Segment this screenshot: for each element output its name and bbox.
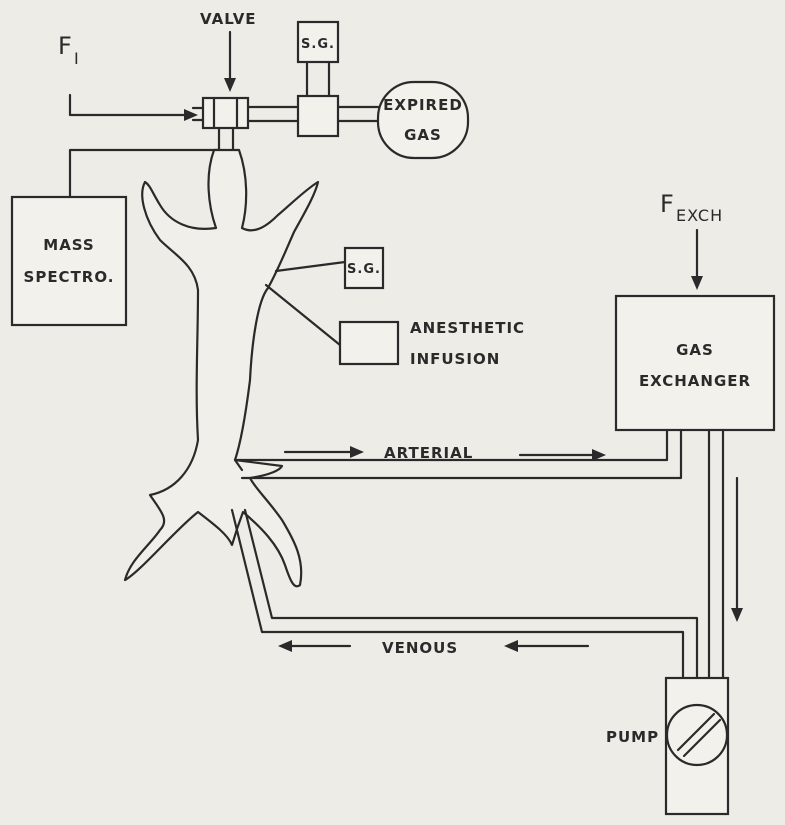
sg-mid-label: S.G.	[347, 262, 381, 277]
expired-gas-label-1: EXPIRED	[383, 96, 463, 114]
infusion-line	[264, 283, 342, 347]
gas-exchanger: GAS EXCHANGER	[614, 294, 776, 432]
venous-arrow-2	[504, 640, 590, 652]
strain-gauge-mid: S.G.	[343, 246, 385, 290]
fexch-subscript: EXCH	[676, 206, 723, 225]
fexch-label: F	[660, 190, 675, 218]
arterial-line	[233, 428, 683, 480]
gas-exchanger-label-2: EXCHANGER	[639, 372, 751, 390]
arterial-arrow-1	[283, 446, 364, 458]
fi-label: F	[58, 32, 73, 60]
expired-gas-bag: EXPIRED GAS	[376, 80, 470, 160]
fi-subscript: I	[74, 49, 80, 68]
gas-exchanger-label-1: GAS	[676, 341, 714, 359]
venous-arrow-1	[278, 640, 352, 652]
anesthetic-label-2: INFUSION	[410, 350, 500, 368]
fexch-arrow	[691, 228, 703, 290]
strain-gauge-mid-line	[274, 260, 347, 273]
sg-top-label: S.G.	[301, 37, 335, 52]
mass-spectrometer-line	[68, 148, 221, 199]
anesthetic-infusion	[338, 320, 400, 366]
flow-down-arrow	[731, 476, 743, 622]
mass-spectro-label-1: MASS	[43, 236, 94, 254]
inspired-gas-line	[68, 93, 198, 121]
venous-line	[230, 508, 699, 680]
valve	[191, 96, 250, 130]
animal-body	[123, 148, 320, 588]
arterial-arrow-2	[518, 449, 606, 461]
expiratory-line	[246, 60, 384, 138]
pump-label: PUMP	[606, 728, 659, 746]
anesthetic-label-1: ANESTHETIC	[410, 319, 525, 337]
valve-arrow	[224, 30, 236, 92]
pump	[664, 676, 730, 816]
exchanger-pump-tubing	[707, 428, 725, 680]
strain-gauge-top: S.G.	[296, 20, 340, 64]
valve-label: VALVE	[200, 10, 257, 28]
arterial-label: ARTERIAL	[384, 444, 473, 462]
mass-spectrometer: MASS SPECTRO.	[10, 195, 128, 327]
mass-spectro-label-2: SPECTRO.	[24, 268, 115, 286]
venous-label: VENOUS	[382, 639, 458, 657]
expired-gas-label-2: GAS	[404, 126, 442, 144]
